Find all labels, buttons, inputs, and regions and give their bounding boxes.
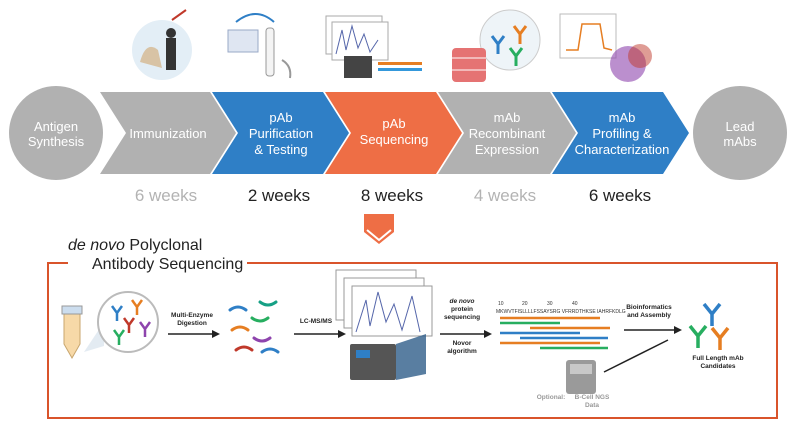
start-label-1: Antigen	[34, 119, 78, 134]
weeks-pab-purification: 2 weeks	[247, 186, 311, 205]
arrow-ngs	[603, 339, 669, 373]
weeks-pab-sequencing: 8 weeks	[360, 186, 424, 205]
pab-sequencing-label-2: Sequencing	[360, 132, 429, 147]
immunization-label: Immunization	[129, 126, 206, 141]
end-label-2: mAbs	[723, 134, 757, 149]
step-mab-expression	[438, 92, 576, 174]
expand-chevron-icon	[364, 214, 394, 244]
mab-profiling-label-2: Profiling &	[592, 126, 652, 141]
protein-sequence: MKWVTFISLLLLFSSAYSRG VFRRDTHKSE IAHRFKDL…	[496, 309, 626, 315]
pab-purification-label-3: & Testing	[254, 142, 307, 157]
sequence-alignment	[500, 316, 610, 350]
pab-sequencing-label-1: pAb	[382, 116, 405, 131]
expression-illustration	[452, 9, 541, 82]
ms-spectra-illustration	[335, 269, 433, 337]
weeks-mab-profiling: 6 weeks	[588, 186, 652, 205]
mab-expression-label-2: Recombinant	[469, 126, 546, 141]
weeks-mab-expression: 4 weeks	[473, 186, 537, 205]
step-pab-sequencing	[325, 92, 462, 174]
novor-label: Novor algorithm	[447, 340, 477, 355]
purification-illustration	[227, 13, 292, 79]
bcell-label: B-Cell NGS Data	[574, 394, 610, 409]
mab-profiling-label-1: mAb	[609, 110, 636, 125]
lcms-label: LC-MS/MS	[299, 318, 333, 325]
seq-tick-30: 30	[547, 301, 553, 307]
tube-illustration	[61, 305, 83, 360]
profiling-illustration	[559, 13, 652, 82]
peptides-illustration	[228, 300, 280, 354]
full-length-label: Full Length mAb Candidates	[692, 355, 744, 370]
bioinfo-label: Bioinformatics and Assembly	[626, 304, 672, 319]
immunization-illustration	[132, 9, 192, 80]
weeks-immunization: 6 weeks	[134, 186, 198, 205]
seq-tick-40: 40	[572, 301, 578, 307]
seq-tick-10: 10	[498, 301, 504, 307]
denovo-frame	[47, 262, 778, 419]
step-pab-purification	[212, 92, 349, 174]
optional-label: Optional:	[536, 394, 566, 401]
mab-expression-label-1: mAb	[494, 110, 521, 125]
final-antibodies-illustration	[688, 302, 730, 350]
mab-expression-label-3: Expression	[475, 142, 539, 157]
end-node	[693, 86, 787, 180]
seq-tick-20: 20	[522, 301, 528, 307]
antibody-mix-illustration	[84, 291, 159, 353]
ngs-device-icon	[566, 360, 596, 394]
step-immunization	[100, 92, 236, 174]
pab-purification-label-1: pAb	[269, 110, 292, 125]
start-label-2: Synthesis	[28, 134, 85, 149]
mass-spectrometer-icon	[350, 334, 426, 380]
step-mab-profiling	[552, 92, 689, 174]
mab-profiling-label-3: Characterization	[575, 142, 670, 157]
sequencing-illustration	[325, 15, 422, 78]
pab-purification-label-2: Purification	[249, 126, 313, 141]
digestion-label: Multi-Enzyme Digestion	[171, 312, 213, 327]
end-label-1: Lead	[726, 119, 755, 134]
start-node	[9, 86, 103, 180]
denovo-title: de novo Polyclonal Antibody Sequencing	[68, 236, 248, 274]
